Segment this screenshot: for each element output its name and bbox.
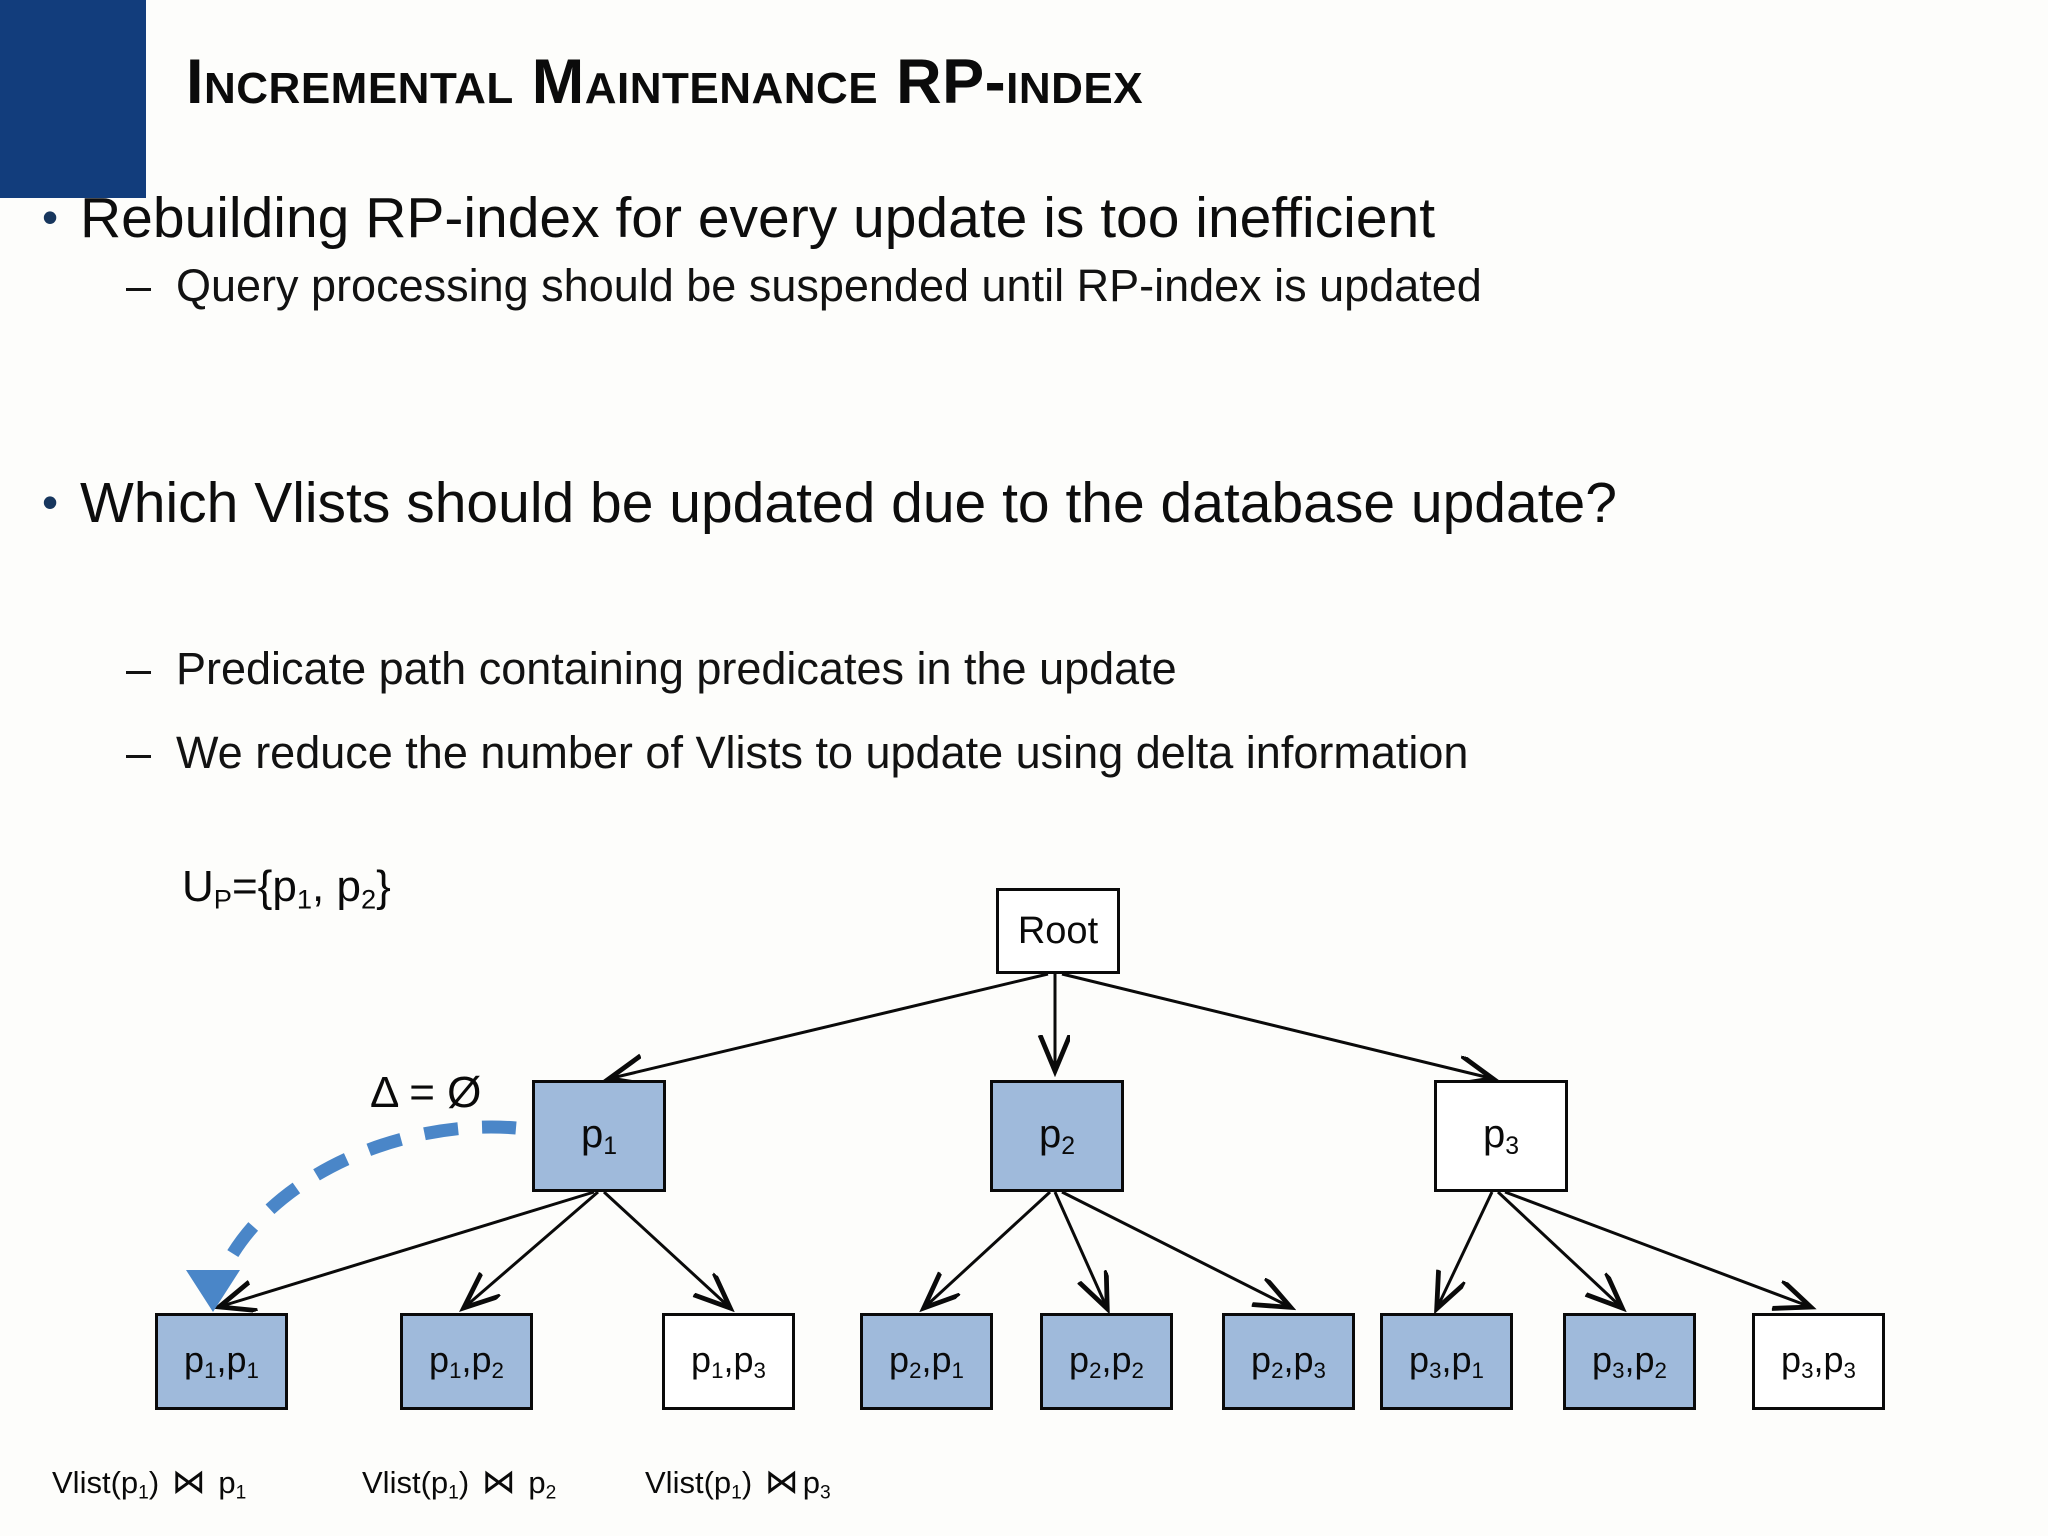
bullet-4-text: Predicate path containing predicates in … [176, 643, 1177, 694]
tree-leaf-p1-p2[interactable]: p1,p2 [400, 1313, 533, 1410]
join-operator-icon: ⋈ [171, 1463, 206, 1501]
tree-node-p1[interactable]: p1 [532, 1080, 666, 1192]
tree-node-p2[interactable]: p2 [990, 1080, 1124, 1192]
tree-leaf-p2-p1-label: p2,p1 [889, 1338, 964, 1384]
vlist-join-label-2: Vlist(p1) ⋈ p2 [362, 1463, 557, 1504]
bullet-dot-icon: • [42, 191, 59, 243]
tree-leaf-p3-p2-label: p3,p2 [1592, 1338, 1667, 1384]
tree-leaf-p1-p3-label: p1,p3 [691, 1338, 766, 1384]
tree-node-p3[interactable]: p3 [1434, 1080, 1568, 1192]
page-title: Incremental Maintenance RP-index [186, 47, 1144, 117]
bullet-3: • Which Vlists should be updated due to t… [42, 470, 1617, 536]
tree-node-p3-label: p3 [1482, 1111, 1520, 1160]
vlist-join-label-3: Vlist(p1) ⋈p3 [645, 1463, 831, 1504]
bullet-5: –We reduce the number of Vlists to updat… [126, 727, 1468, 779]
delta-label: Δ = Ø [370, 1068, 482, 1117]
tree-leaf-p2-p3[interactable]: p2,p3 [1222, 1313, 1355, 1410]
tree-leaf-p1-p3[interactable]: p1,p3 [662, 1313, 795, 1410]
tree-leaf-p3-p1[interactable]: p3,p1 [1380, 1313, 1513, 1410]
tree-leaf-p2-p2[interactable]: p2,p2 [1040, 1313, 1173, 1410]
tree-leaf-p3-p3-label: p3,p3 [1781, 1338, 1856, 1384]
bullet-2-text: Query processing should be suspended unt… [176, 260, 1482, 311]
bullet-2: –Query processing should be suspended un… [126, 260, 1482, 312]
join-operator-icon: ⋈ [764, 1463, 799, 1501]
bullet-1-text: Rebuilding RP-index for every update is … [80, 186, 1436, 250]
tree-leaf-p3-p2[interactable]: p3,p2 [1563, 1313, 1696, 1410]
bullet-dot-icon: • [42, 476, 59, 528]
tree-node-p2-label: p2 [1038, 1111, 1076, 1160]
tree-node-p1-label: p1 [580, 1111, 618, 1160]
tree-leaf-p2-p3-label: p2,p3 [1251, 1338, 1326, 1384]
tree-leaf-p2-p1[interactable]: p2,p1 [860, 1313, 993, 1410]
tree-node-root-label: Root [1017, 909, 1099, 952]
tree-leaf-p1-p2-label: p1,p2 [429, 1338, 504, 1384]
update-set-label: UP={p1, p2} [182, 862, 391, 915]
tree-node-root[interactable]: Root [996, 888, 1120, 974]
bullet-dash-icon: – [126, 260, 152, 311]
bullet-4: –Predicate path containing predicates in… [126, 643, 1177, 695]
tree-leaf-p2-p2-label: p2,p2 [1069, 1338, 1144, 1384]
tree-leaf-p3-p3[interactable]: p3,p3 [1752, 1313, 1885, 1410]
bullet-dash-icon: – [126, 643, 152, 694]
title-accent-bar [0, 0, 146, 198]
bullet-dash-icon: – [126, 727, 152, 778]
join-operator-icon: ⋈ [481, 1463, 516, 1501]
tree-leaf-p1-p1[interactable]: p1,p1 [155, 1313, 288, 1410]
bullet-3-text: Which Vlists should be updated due to th… [80, 471, 1617, 535]
tree-leaf-p1-p1-label: p1,p1 [184, 1338, 259, 1384]
bullet-1: • Rebuilding RP-index for every update is… [42, 185, 1435, 251]
tree-leaf-p3-p1-label: p3,p1 [1409, 1338, 1484, 1384]
bullet-5-text: We reduce the number of Vlists to update… [176, 727, 1469, 778]
vlist-join-label-1: Vlist(p1) ⋈ p1 [52, 1463, 247, 1504]
